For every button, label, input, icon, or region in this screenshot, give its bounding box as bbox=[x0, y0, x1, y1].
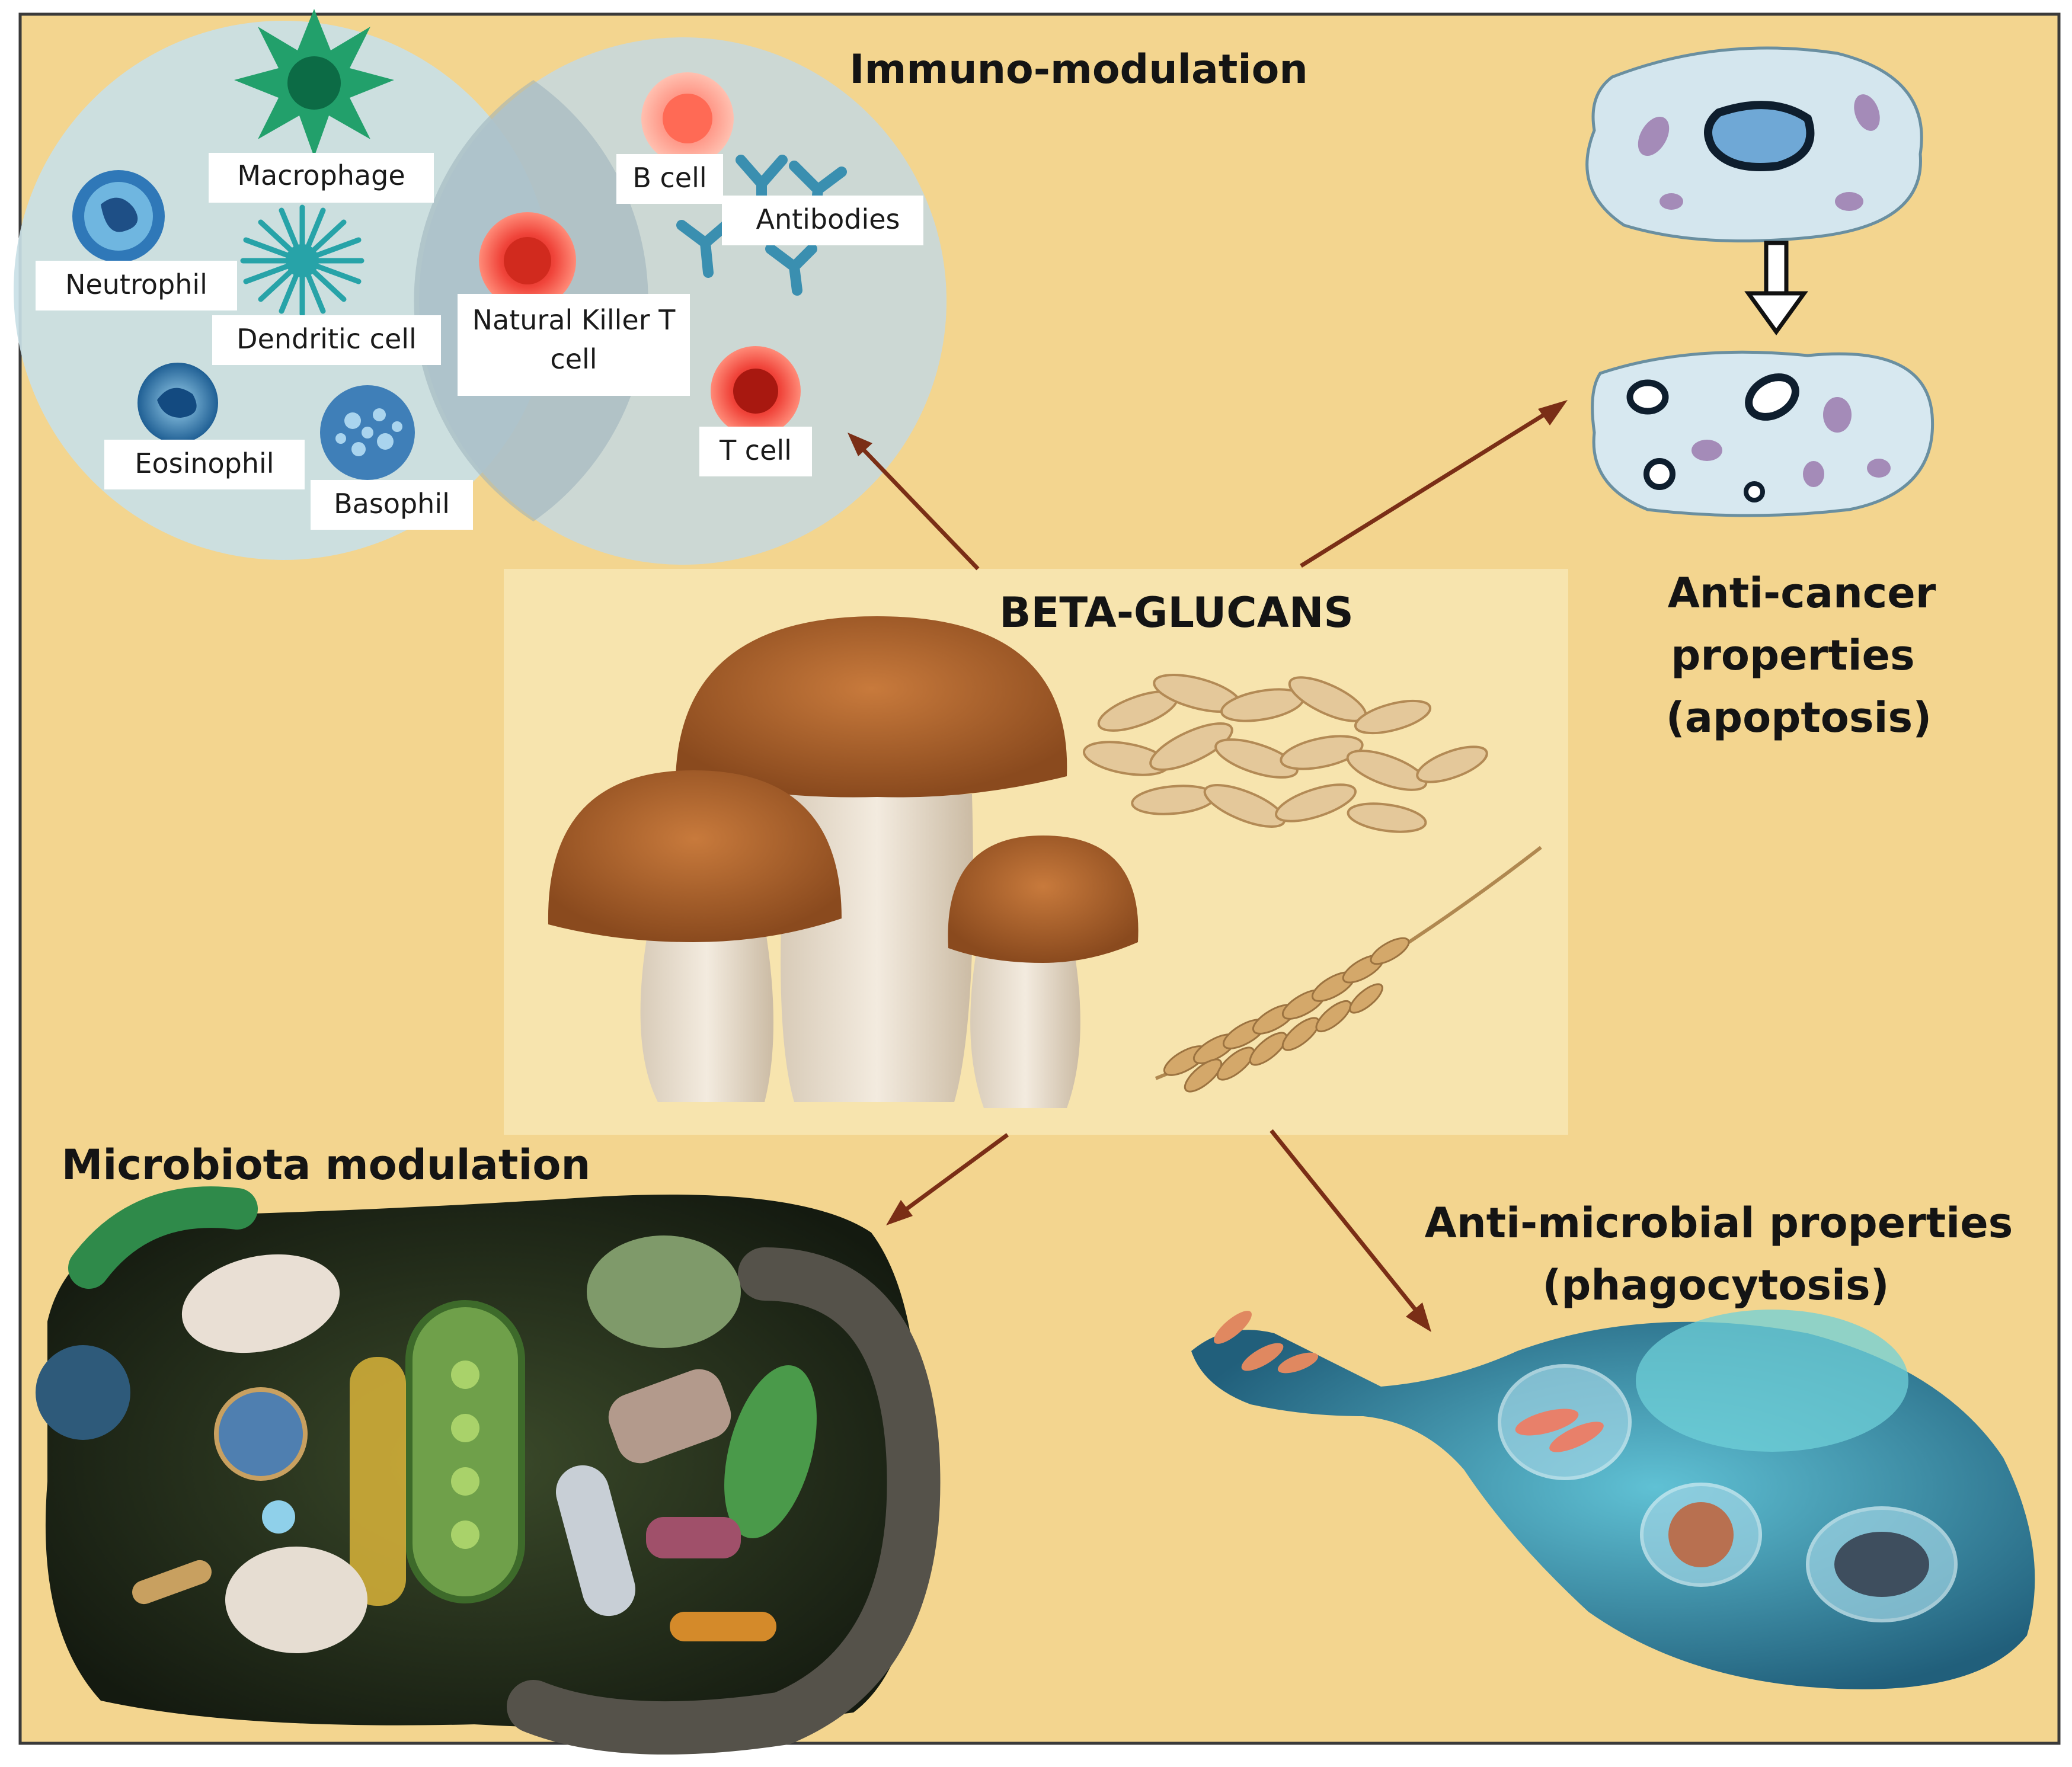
phagosome-3 bbox=[1806, 1506, 1958, 1622]
arrow-head-anticancer bbox=[1538, 400, 1568, 425]
nkt-cell-label-line2: cell bbox=[550, 343, 597, 375]
eosinophil-label-box bbox=[104, 440, 305, 489]
arrow-to-anticancer bbox=[1300, 413, 1545, 568]
eosinophil-label: Eosinophil bbox=[135, 447, 274, 479]
antibodies-label: Antibodies bbox=[756, 203, 900, 235]
basophil-icon bbox=[320, 385, 415, 480]
arrow-to-microbiota bbox=[905, 1133, 1009, 1211]
t-cell-label: T cell bbox=[719, 434, 792, 466]
mushroom-left-icon bbox=[548, 770, 842, 1102]
anticancer-title-line1: Anti-cancer bbox=[1668, 569, 1936, 617]
dendritic-cell-label-box bbox=[212, 315, 441, 365]
neutrophil-label-box bbox=[36, 261, 237, 310]
mushroom-right-icon bbox=[948, 836, 1139, 1108]
nkt-cell-label-line1: Natural Killer T bbox=[472, 304, 676, 336]
anticancer-title-line3: (apoptosis) bbox=[1666, 693, 1932, 742]
neutrophil-label: Neutrophil bbox=[65, 268, 207, 300]
oat-grains-icon bbox=[1082, 674, 1488, 833]
phagosome-1 bbox=[1498, 1364, 1632, 1480]
arrow-head-microbiota bbox=[886, 1200, 913, 1225]
antimicrobial-title-line2: (phagocytosis) bbox=[1542, 1261, 1889, 1310]
arrow-head-immuno bbox=[848, 433, 872, 456]
microbiota-section: Microbiota modulation bbox=[36, 1141, 941, 1755]
immuno-title: Immuno-modulation bbox=[849, 46, 1308, 93]
b-cell-icon bbox=[641, 72, 734, 165]
arrow-head-antimicrobial bbox=[1406, 1302, 1431, 1332]
arrow-to-antimicrobial bbox=[1270, 1129, 1417, 1311]
phagosome-2 bbox=[1640, 1483, 1762, 1587]
antimicrobial-section: Anti-microbial properties (phagocytosis) bbox=[1191, 1199, 2035, 1689]
nkt-cell-label-box bbox=[458, 294, 690, 396]
t-cell-icon bbox=[711, 346, 801, 436]
nkt-cell-icon bbox=[479, 212, 576, 309]
antibodies-label-box bbox=[722, 196, 923, 245]
dendritic-cell-label: Dendritic cell bbox=[236, 323, 417, 355]
eosinophil-icon bbox=[138, 363, 218, 443]
center-title: BETA-GLUCANS bbox=[999, 588, 1354, 637]
macrophage-label: Macrophage bbox=[237, 159, 405, 191]
apoptosis-arrow-icon bbox=[1744, 241, 1808, 335]
microbiota-community-icon bbox=[36, 1186, 941, 1755]
arrow-to-immuno bbox=[862, 449, 980, 571]
t-cell-label-box bbox=[699, 427, 812, 476]
microbiota-title: Microbiota modulation bbox=[62, 1141, 591, 1189]
anticancer-section: Anti-cancer properties (apoptosis) bbox=[1585, 46, 1936, 742]
basophil-label-box bbox=[311, 480, 473, 530]
anticancer-title-line2: properties bbox=[1671, 631, 1914, 680]
b-cell-label: B cell bbox=[632, 162, 706, 194]
immuno-modulation-section: Immuno-modulation Macrophage Neutrophil bbox=[14, 9, 1308, 565]
beta-glucans-center: BETA-GLUCANS bbox=[504, 569, 1568, 1135]
healthy-cell-icon bbox=[1585, 46, 1923, 243]
phagocyte-icon bbox=[1191, 1310, 2035, 1689]
macrophage-icon bbox=[234, 9, 394, 157]
b-cell-label-box bbox=[616, 154, 723, 204]
antimicrobial-title-line1: Anti-microbial properties bbox=[1425, 1199, 2013, 1247]
macrophage-label-box bbox=[209, 153, 434, 203]
apoptotic-cell-icon bbox=[1591, 350, 1934, 517]
basophil-label: Basophil bbox=[334, 488, 450, 520]
dendritic-cell-icon bbox=[240, 204, 364, 317]
wheat-ear-icon bbox=[1155, 846, 1542, 1093]
neutrophil-icon bbox=[72, 170, 165, 263]
arrows bbox=[848, 400, 1568, 1332]
